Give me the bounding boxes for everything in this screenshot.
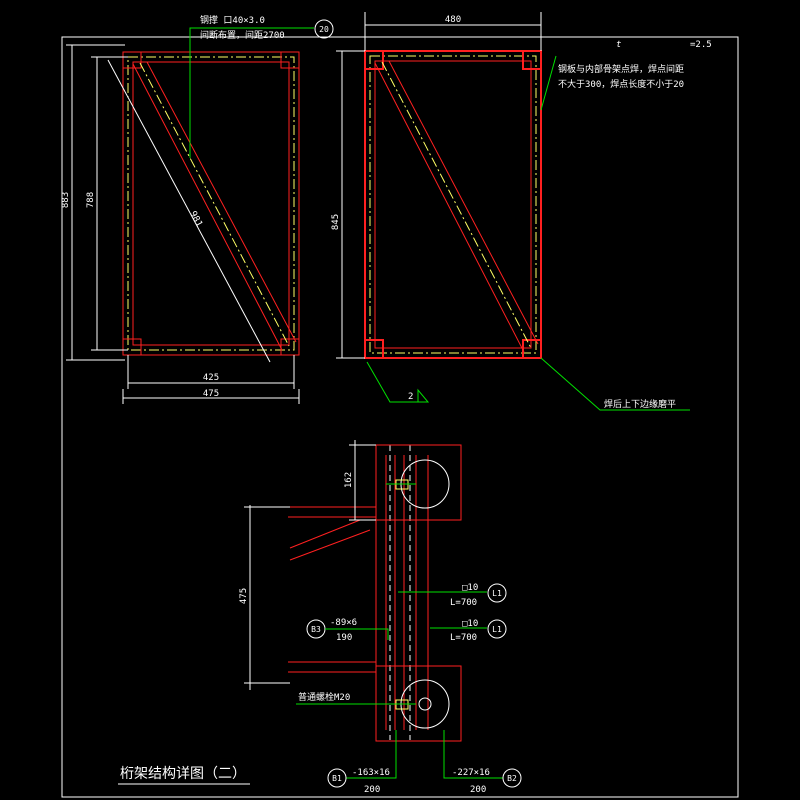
b3-length: 190: [336, 633, 352, 643]
corner-plate: [280, 51, 300, 69]
drawing-title: 桁架结构详图（二）: [120, 766, 246, 782]
weld-leader: [366, 361, 428, 403]
section-detail: 162 475 □10 L=700 L1 □10 L=700 L1 B3 -89…: [239, 440, 522, 795]
left-frame: 981 883 788 425 475 20 钢撑 口40×3.0 间断布置，间…: [61, 14, 334, 404]
note-brace-spacing: 间断布置，间距2700: [200, 29, 285, 41]
member-edge: [289, 519, 361, 549]
corner-plate: [522, 339, 542, 359]
b2-spec: -227×16: [452, 768, 490, 778]
dim-mid: 475: [239, 588, 249, 604]
callout-bubble: [327, 768, 347, 788]
callout-bubble: [502, 768, 522, 788]
dim-height-outer: 883: [61, 192, 71, 208]
corner-plate: [522, 50, 542, 70]
dim-top: 162: [344, 472, 354, 488]
diagonal-centerline: [381, 61, 532, 349]
b1-length: 200: [364, 785, 380, 795]
corner-plate: [364, 50, 384, 70]
end-plate-top: [375, 444, 462, 521]
right-frame: 480 845 t =2.5 钢板与内部骨架点焊，焊点间距 不大于300，焊点长…: [331, 12, 712, 411]
grind-leader: [540, 357, 690, 411]
right-frame-inner: [374, 60, 532, 349]
dim-diagonal: 981: [187, 210, 203, 229]
l1b-tag: L1: [492, 625, 502, 634]
left-frame-outer: [122, 51, 300, 356]
l1b-profile: □10: [462, 619, 478, 629]
note-leader: [540, 55, 557, 111]
grind-note: 焊后上下边缘磨平: [604, 398, 676, 410]
l1a-tag: L1: [492, 589, 502, 598]
weld-symbol-icon: [417, 388, 430, 403]
corner-plate: [122, 338, 142, 356]
weld-note-line1: 钢板与内部骨架点焊，焊点间距: [558, 63, 684, 75]
callout-bubble: [314, 19, 334, 39]
callout-number: 20: [319, 25, 329, 34]
diagonal-dim-line: [107, 59, 271, 363]
l1a-profile: □10: [462, 583, 478, 593]
note-leader: [189, 27, 314, 158]
weld-size: 2: [408, 392, 413, 402]
leader-b2: [443, 730, 503, 779]
bolt-note: 普通螺栓M20: [298, 691, 350, 703]
b1-tag: B1: [332, 774, 342, 783]
corner-plate: [122, 51, 142, 69]
member-edge: [289, 529, 371, 561]
corner-plate: [364, 339, 384, 359]
dim-width: 480: [445, 15, 461, 25]
weld-note-line2: 不大于300，焊点长度不小于20: [558, 78, 684, 90]
sheet-border: [61, 36, 739, 798]
b2-length: 200: [470, 785, 486, 795]
dim-height: 845: [331, 214, 341, 230]
b3-tag: B3: [311, 625, 321, 634]
left-frame-inner: [132, 61, 290, 346]
right-frame-plate: [364, 50, 542, 359]
l1b-length: L=700: [450, 633, 477, 643]
dim-width-inner: 425: [203, 373, 219, 383]
dim-height-inner: 788: [86, 192, 96, 208]
note-brace-spec: 钢撑 口40×3.0: [200, 14, 265, 26]
bolt-center: [418, 697, 432, 711]
diagonal-brace-edge: [374, 62, 525, 353]
leader-b1: [346, 730, 397, 779]
diagonal-brace-edge: [146, 61, 297, 343]
diagonal-centerline: [139, 62, 290, 347]
left-frame-centerline: [127, 56, 295, 351]
l1a-length: L=700: [450, 598, 477, 608]
thickness-value: =2.5: [690, 40, 712, 50]
corner-plate: [280, 338, 300, 356]
callout-bubble: [487, 619, 507, 639]
thickness-symbol: t: [616, 40, 621, 50]
diagonal-brace-edge: [388, 60, 539, 345]
callout-bubble: [487, 583, 507, 603]
right-frame-centerline: [369, 55, 537, 354]
dim-width-outer: 475: [203, 389, 219, 399]
b2-tag: B2: [507, 774, 517, 783]
leader-b3: [325, 628, 389, 640]
b1-spec: -163×16: [352, 768, 390, 778]
diagonal-brace-edge: [132, 63, 283, 351]
b3-spec: -89×6: [330, 618, 357, 628]
